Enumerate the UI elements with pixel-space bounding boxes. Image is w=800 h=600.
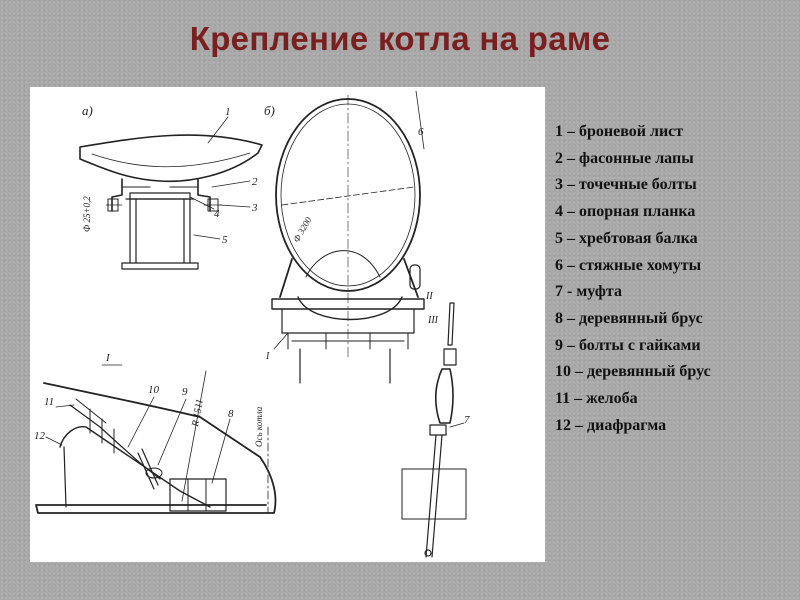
- technical-drawing: а) 1 Ф 25+0,2 2 3: [34, 90, 470, 558]
- label-panel-b: б): [264, 103, 275, 118]
- legend-item: 7 - муфта: [555, 283, 622, 301]
- drawing-turnbuckle-detail: III 7: [401, 302, 470, 558]
- legend-item: 5 – хребтовая балка: [555, 229, 698, 247]
- callout-5: 5: [222, 234, 228, 246]
- callout-4: 4: [214, 208, 220, 220]
- callout-11: 11: [44, 396, 54, 408]
- legend-item: 9 – болты с гайками: [555, 336, 701, 354]
- legend-list: 1 – броневой лист 2 – фасонные лапы 3 – …: [555, 119, 795, 439]
- callout-9: 9: [182, 386, 188, 398]
- detail-I-title: I: [105, 352, 111, 364]
- legend-item: 8 – деревянный брус: [555, 309, 703, 327]
- drawing-detail-I-support: I R 1511 Ось котла 11: [34, 352, 277, 514]
- detail-II-marker: II: [425, 291, 433, 302]
- legend-item: 4 – опорная планка: [555, 203, 696, 221]
- drawing-a-cross-section: а) 1 Ф 25+0,2 2 3: [79, 103, 263, 270]
- legend-item: 10 – деревянный брус: [555, 363, 711, 381]
- technical-drawing-panel: а) 1 Ф 25+0,2 2 3: [30, 87, 545, 562]
- legend-item: 2 – фасонные лапы: [555, 149, 694, 167]
- slide-title: Крепление котла на раме: [189, 20, 611, 57]
- detail-I-marker: I: [265, 351, 270, 362]
- callout-12: 12: [34, 430, 46, 442]
- legend-item: 6 – стяжные хомуты: [555, 256, 702, 274]
- legend-item: 11 – желоба: [555, 390, 638, 408]
- label-panel-a: а): [82, 103, 93, 118]
- callout-10: 10: [148, 384, 160, 396]
- radius-label: R 1511: [190, 398, 206, 428]
- callout-7: 7: [464, 414, 470, 426]
- callout-6: 6: [418, 126, 424, 138]
- callout-2: 2: [252, 176, 258, 188]
- callout-3: 3: [251, 202, 258, 214]
- drawing-b-boiler-front: б) Ф 3200 6 II I: [264, 90, 433, 384]
- dimension-a: Ф 25+0,2: [82, 196, 92, 232]
- boiler-axis-label: Ось котла: [254, 406, 264, 447]
- legend-item: 1 – броневой лист: [555, 123, 684, 140]
- dimension-b: Ф 3200: [291, 215, 314, 244]
- detail-III-marker: III: [427, 315, 439, 326]
- callout-1: 1: [225, 106, 231, 118]
- legend-item: 3 – точечные болты: [555, 176, 697, 194]
- callout-8: 8: [228, 408, 234, 420]
- legend-item: 12 – диафрагма: [555, 416, 667, 434]
